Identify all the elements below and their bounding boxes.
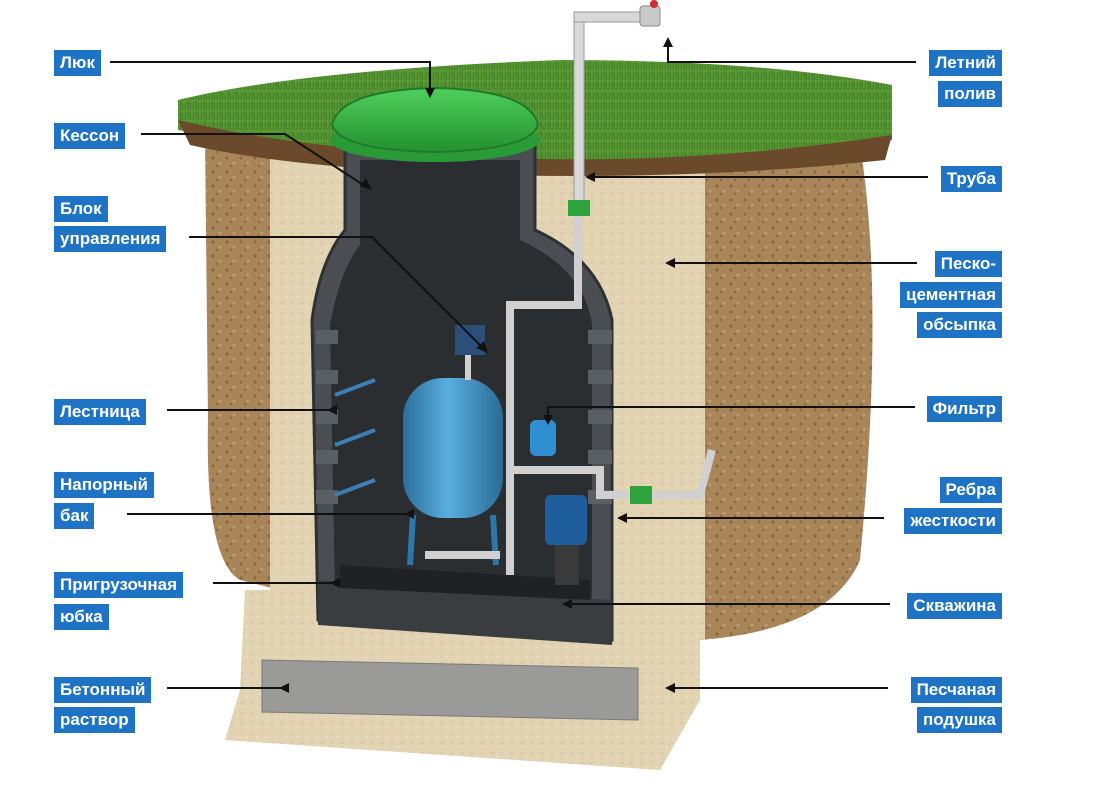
label-well-text: Скважина <box>913 596 996 615</box>
label-sand-cement: Песко- <box>934 251 1002 277</box>
label-control-unit-2: управления <box>54 226 167 252</box>
label-well: Скважина <box>907 593 1002 619</box>
label-summer-watering-line1: Летний <box>935 53 996 72</box>
label-sand-cement-3: обсыпка <box>917 312 1002 338</box>
label-control-unit-line2: управления <box>60 229 161 248</box>
faucet <box>639 5 661 27</box>
hatch-lid <box>330 86 540 154</box>
label-summer-watering-line2: полив <box>944 84 996 103</box>
leader-lines <box>110 40 928 689</box>
label-concrete-mortar-line2: раствор <box>60 710 129 729</box>
label-hatch-text: Люк <box>60 53 95 72</box>
label-stiffening-ribs-2: жесткости <box>904 508 1002 534</box>
pipe-coupling <box>568 200 590 216</box>
control-unit-shape <box>455 325 485 355</box>
filter-shape <box>530 420 556 456</box>
soil-right <box>700 145 873 640</box>
label-control-unit-line1: Блок <box>60 199 102 218</box>
ladder <box>334 378 376 497</box>
label-ballast-skirt-line2: юбка <box>60 607 103 626</box>
vertical-pipe <box>573 13 585 205</box>
label-ladder-text: Лестница <box>60 402 140 421</box>
label-ballast-skirt-2: юбка <box>54 604 109 630</box>
soil-left <box>205 140 290 590</box>
label-concrete-mortar: Бетонный <box>54 677 152 703</box>
outlet-coupling <box>630 486 652 504</box>
label-stiffening-ribs-line1: Ребра <box>945 480 997 499</box>
floor <box>340 565 590 600</box>
label-ballast-skirt: Пригрузочная <box>54 572 184 598</box>
stiffening-ribs <box>316 330 612 504</box>
faucet-handle <box>650 0 658 8</box>
label-filter-text: Фильтр <box>932 399 996 418</box>
label-sand-cement-line3: обсыпка <box>923 315 996 334</box>
label-concrete-mortar-line1: Бетонный <box>60 680 146 699</box>
label-sand-cement-line2: цементная <box>906 285 996 304</box>
well-casing <box>555 545 579 585</box>
label-pressure-tank-line1: Напорный <box>60 475 149 494</box>
label-sand-cushion-2: подушка <box>916 707 1002 733</box>
label-ladder: Лестница <box>54 399 146 425</box>
label-pipe-text: Труба <box>946 169 996 188</box>
label-summer-watering-2: полив <box>938 81 1002 107</box>
label-ballast-skirt-line1: Пригрузочная <box>60 575 178 594</box>
label-concrete-mortar-2: раствор <box>54 707 135 733</box>
label-sand-cushion-line2: подушка <box>922 710 996 729</box>
label-hatch: Люк <box>54 50 101 76</box>
label-control-unit: Блок <box>54 196 108 222</box>
label-pressure-tank: Напорный <box>54 472 155 498</box>
label-sand-cement-2: цементная <box>900 282 1002 308</box>
label-stiffening-ribs: Ребра <box>939 477 1002 503</box>
label-summer-watering: Летний <box>929 50 1002 76</box>
label-stiffening-ribs-line2: жесткости <box>910 511 996 530</box>
label-caisson: Кессон <box>54 123 126 149</box>
leader-arrowheads <box>279 37 675 693</box>
pump-shape <box>545 495 587 545</box>
label-sand-cushion-line1: Песчаная <box>916 680 996 699</box>
label-sand-cushion: Песчаная <box>910 677 1002 703</box>
concrete-slab <box>261 659 639 721</box>
label-pressure-tank-2: бак <box>54 503 95 529</box>
label-filter: Фильтр <box>926 396 1002 422</box>
label-sand-cement-line1: Песко- <box>940 254 996 273</box>
internal-pipe <box>506 216 582 575</box>
label-caisson-text: Кессон <box>60 126 120 145</box>
pressure-tank-shape <box>403 378 503 518</box>
label-pipe: Труба <box>940 166 1002 192</box>
outlet-pipe <box>510 448 716 499</box>
label-pressure-tank-line2: бак <box>60 506 89 525</box>
